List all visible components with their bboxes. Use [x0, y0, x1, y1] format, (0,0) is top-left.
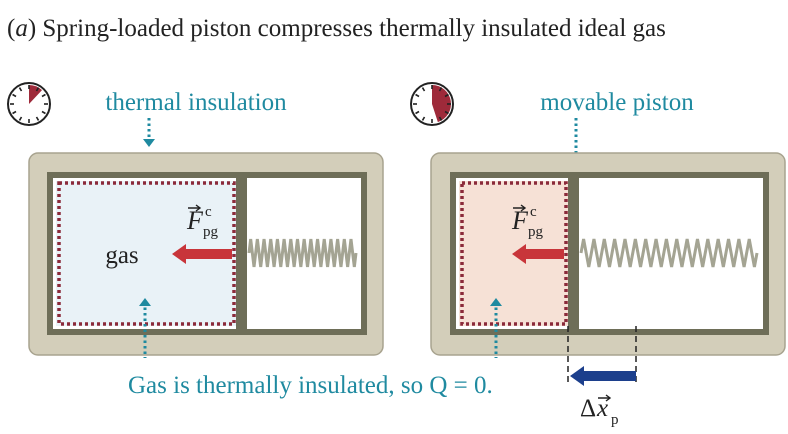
movable-piston-label: movable piston — [540, 89, 694, 116]
force-arrow-right — [512, 244, 564, 264]
clock-left-elapsed — [29, 85, 43, 104]
clock-tick — [41, 110, 46, 115]
displacement-symbol: x — [596, 395, 608, 422]
clock-tick — [444, 110, 449, 115]
clock-tick — [18, 116, 23, 121]
clock-tick — [18, 87, 23, 92]
title-part-close: ) — [28, 15, 43, 42]
clock-tick — [35, 87, 40, 92]
vector-arrow-left — [188, 204, 202, 212]
spring-right — [579, 238, 759, 268]
insulation-border-right — [460, 181, 568, 326]
vector-arrow-right — [513, 204, 527, 212]
clock-tick — [438, 87, 443, 92]
force-superscript-right: c — [530, 204, 537, 220]
piston-right — [568, 178, 579, 329]
title-part-open: ( — [7, 15, 15, 42]
clock-tick — [12, 110, 17, 115]
caption-pointer-left-arrowhead — [139, 298, 151, 306]
force-subscript-left: pg — [203, 224, 219, 240]
stopwatch-left-icon — [7, 82, 51, 126]
stopwatch-right-icon — [410, 82, 454, 126]
force-symbol-right: F — [511, 206, 529, 235]
right-panel: movable piston F c pg Δ x p — [410, 82, 786, 428]
force-symbol-left: F — [186, 206, 204, 235]
force-label-right: F c pg — [511, 204, 544, 240]
piston-left — [236, 178, 247, 329]
figure-title: (a) Spring-loaded piston compresses ther… — [7, 15, 666, 42]
title-part-letter: a — [15, 15, 28, 42]
clock-tick — [41, 93, 46, 98]
title-text: Spring-loaded piston compresses thermall… — [42, 15, 665, 42]
force-label-left: F c pg — [186, 204, 219, 240]
gas-label: gas — [105, 242, 138, 269]
force-subscript-right: pg — [528, 224, 544, 240]
clock-tick — [415, 93, 420, 98]
clock-tick — [12, 93, 17, 98]
thermal-insulation-label: thermal insulation — [105, 89, 287, 116]
left-panel: thermal insulation gas F c pg — [7, 82, 384, 356]
displacement-arrow — [570, 366, 636, 386]
spring-left — [247, 238, 358, 268]
clock-tick — [421, 116, 426, 121]
clock-tick — [421, 87, 426, 92]
force-superscript-left: c — [205, 204, 212, 220]
clock-tick — [438, 116, 443, 121]
displacement-delta: Δ — [580, 395, 596, 422]
clock-tick — [35, 116, 40, 121]
caption-pointer-right-arrowhead — [490, 298, 502, 306]
thermal-insulation-arrowhead — [143, 139, 155, 147]
displacement-vector-arrow — [598, 394, 612, 402]
clock-tick — [444, 93, 449, 98]
displacement-label: Δ x p — [580, 394, 619, 428]
displacement-subscript: p — [611, 412, 619, 428]
clock-tick — [415, 110, 420, 115]
force-arrow-left — [172, 244, 232, 264]
caption: Gas is thermally insulated, so Q = 0. — [128, 372, 493, 399]
